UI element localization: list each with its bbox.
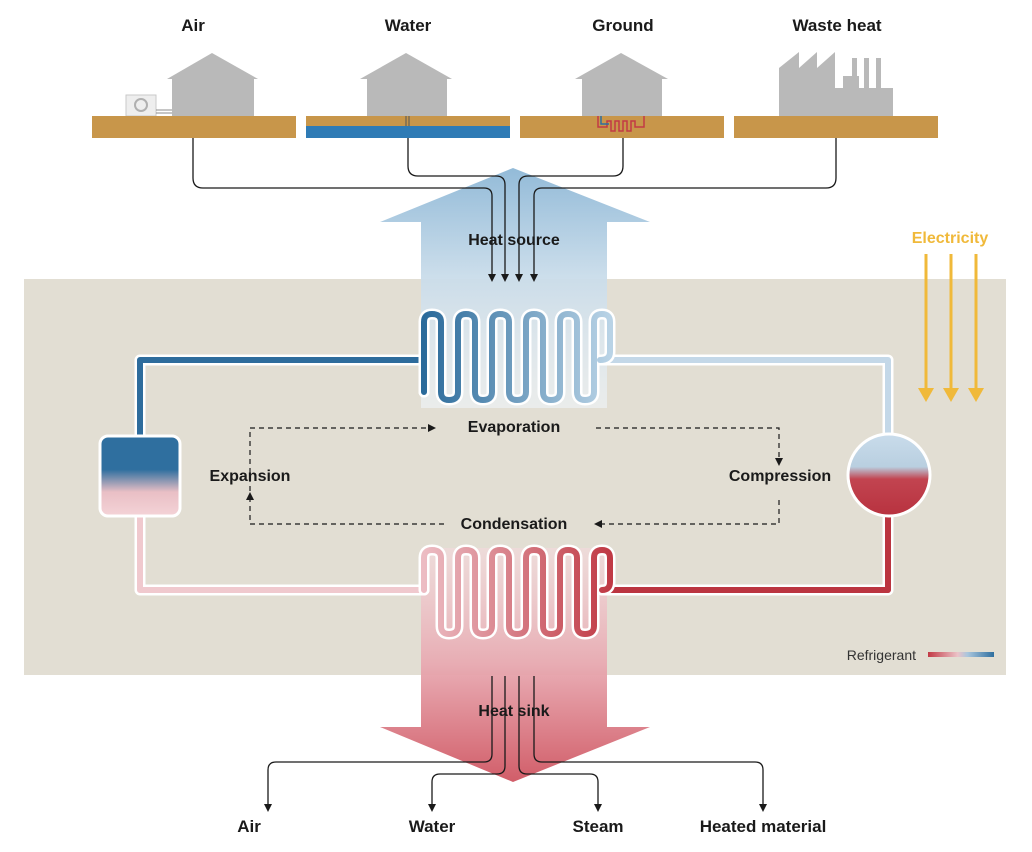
source-label-waste-heat: Waste heat	[792, 16, 881, 35]
condenser-coil	[421, 547, 613, 637]
heat-source-label: Heat source	[468, 232, 560, 249]
electricity-label: Electricity	[912, 230, 989, 247]
source-connection-lines	[192, 138, 837, 282]
stage-label-compression: Compression	[729, 468, 831, 485]
compressor-icon	[846, 432, 932, 518]
ground-source-house-icon	[520, 53, 724, 138]
output-label-steam: Steam	[572, 817, 623, 836]
electricity-arrows-icon	[918, 254, 984, 402]
electricity-group: Electricity	[912, 230, 989, 402]
waste-heat-factory-icon	[734, 52, 938, 138]
refrigerant-circuit	[134, 308, 894, 640]
stage-label-condensation: Condensation	[461, 516, 568, 533]
water-source-house-icon	[306, 53, 510, 138]
legend-label: Refrigerant	[847, 647, 916, 663]
heat-sink-label: Heat sink	[478, 703, 549, 720]
output-label-water: Water	[409, 817, 456, 836]
cycle-dashed-arrows	[246, 424, 783, 528]
stage-label-evaporation: Evaporation	[468, 419, 560, 436]
source-label-water: Water	[385, 16, 432, 35]
source-label-air: Air	[181, 16, 205, 35]
source-label-ground: Ground	[592, 16, 653, 35]
evaporator-coil	[421, 311, 613, 403]
heat-sources: Air Water Ground Waste heat	[92, 16, 938, 138]
legend-gradient-bar	[928, 652, 994, 657]
sink-connection-lines	[264, 676, 767, 812]
output-label-air: Air	[237, 817, 261, 836]
refrigerant-legend: Refrigerant	[847, 647, 994, 663]
output-label-heated-material: Heated material	[700, 817, 827, 836]
expansion-valve-icon	[98, 434, 182, 518]
stage-label-expansion: Expansion	[210, 468, 291, 485]
air-source-house-icon	[92, 53, 296, 138]
